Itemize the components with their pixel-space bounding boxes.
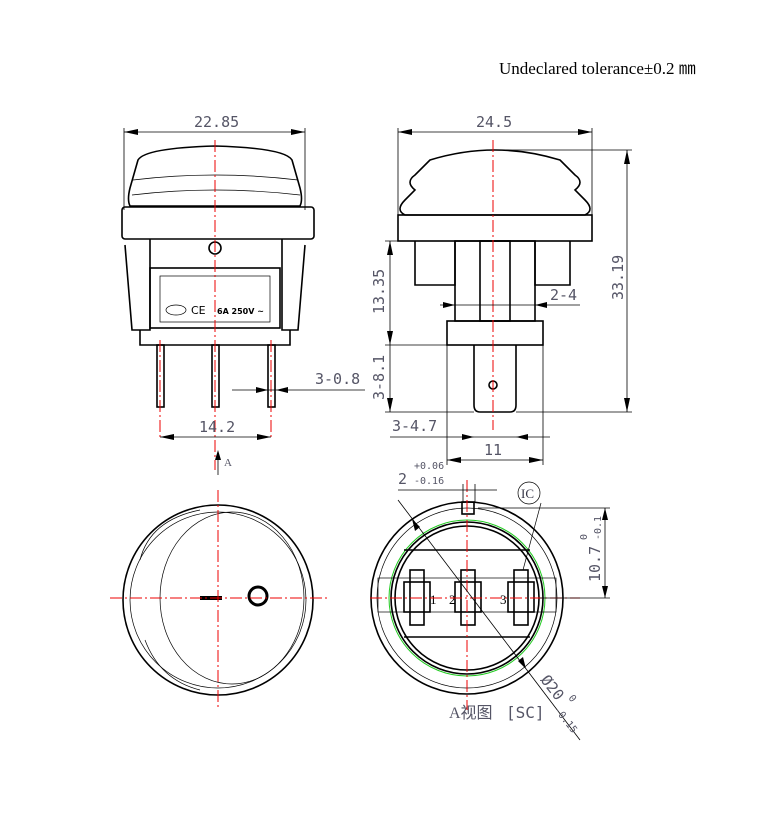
dim-body-height: 13.35 <box>370 269 388 314</box>
dim-pin-width: 3-4.7 <box>392 417 437 435</box>
dim-bracket: 2-4 <box>550 286 577 304</box>
dim-key-depth-tol-upper: 0 <box>579 534 590 540</box>
dim-diameter: Ø20 <box>537 671 568 703</box>
tolerance-note: Undeclared tolerance±0.2 ㎜ <box>499 59 696 78</box>
dim-total-height: 33.19 <box>609 255 627 300</box>
bottom-view-a: 1 2 3 2 +0.06 -0.16 IC 10.7 0 -0.1 Ø20 0… <box>370 461 610 741</box>
pin-label-2: 2 <box>449 592 456 607</box>
front-view: CE 6A 250V ~ 22.85 14.2 3-0.8 A <box>121 113 365 475</box>
pin-label-1: 1 <box>430 592 437 607</box>
dim-diameter-tol-lower: -0.15 <box>552 705 579 735</box>
dim-front-width: 22.85 <box>194 113 239 131</box>
dim-side-width: 24.5 <box>476 113 512 131</box>
side-view: 24.5 33.19 13.35 3-8.1 2-4 3-4.7 11 <box>370 113 632 465</box>
dim-diameter-tol-upper: 0 <box>566 693 578 705</box>
sc-label: [SC] <box>506 703 545 722</box>
dim-key-width: 2 <box>398 470 407 488</box>
dim-pin-length: 3-8.1 <box>370 355 388 400</box>
view-name: A视图 <box>449 704 493 722</box>
dim-key-tol-lower: -0.16 <box>414 476 444 487</box>
rating-label: 6A 250V ~ <box>217 307 264 316</box>
dim-key-tol-upper: +0.06 <box>414 461 444 472</box>
ce-mark: CE <box>191 304 206 317</box>
top-view <box>110 490 330 710</box>
view-arrow-label: A <box>224 457 232 469</box>
dim-key-depth: 10.7 <box>586 546 604 582</box>
dim-key-depth-tol-lower: -0.1 <box>593 516 604 540</box>
dim-pin-thickness: 3-0.8 <box>315 370 360 388</box>
dim-pin-pitch: 14.2 <box>199 418 235 436</box>
ic-label: IC <box>521 486 534 501</box>
pin-label-3: 3 <box>500 592 507 607</box>
dim-pin-span: 11 <box>484 441 502 459</box>
